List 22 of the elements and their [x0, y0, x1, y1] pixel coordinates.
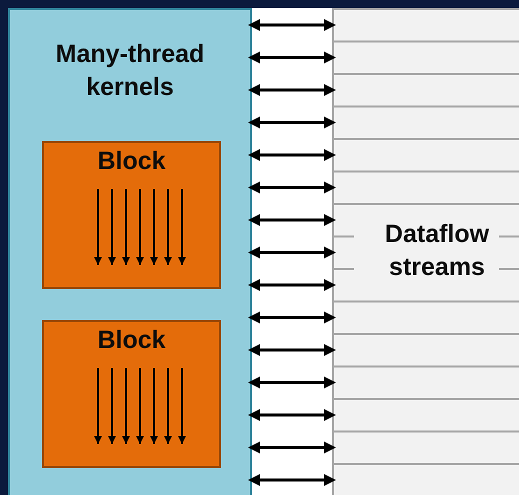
double-arrow: [248, 149, 336, 161]
double-arrow: [248, 19, 336, 31]
double-arrow: [248, 474, 336, 486]
kernel-panel: [8, 8, 252, 495]
double-arrow: [248, 376, 336, 388]
panel-title: Many-thread kernels: [54, 39, 206, 103]
double-arrow: [248, 442, 336, 454]
double-arrow: [248, 279, 336, 291]
stream-label: Dataflow streams: [384, 219, 490, 283]
double-arrow: [248, 116, 336, 128]
block-label: Block: [96, 325, 167, 356]
double-arrow: [248, 246, 336, 258]
double-arrow: [248, 84, 336, 96]
double-arrow: [248, 344, 336, 356]
block-box: [42, 320, 221, 468]
block-label: Block: [96, 146, 167, 177]
block-box: [42, 141, 221, 289]
double-arrow: [248, 52, 336, 64]
double-arrow: [248, 409, 336, 421]
double-arrow: [248, 182, 336, 194]
double-arrow: [248, 214, 336, 226]
double-arrow: [248, 312, 336, 324]
